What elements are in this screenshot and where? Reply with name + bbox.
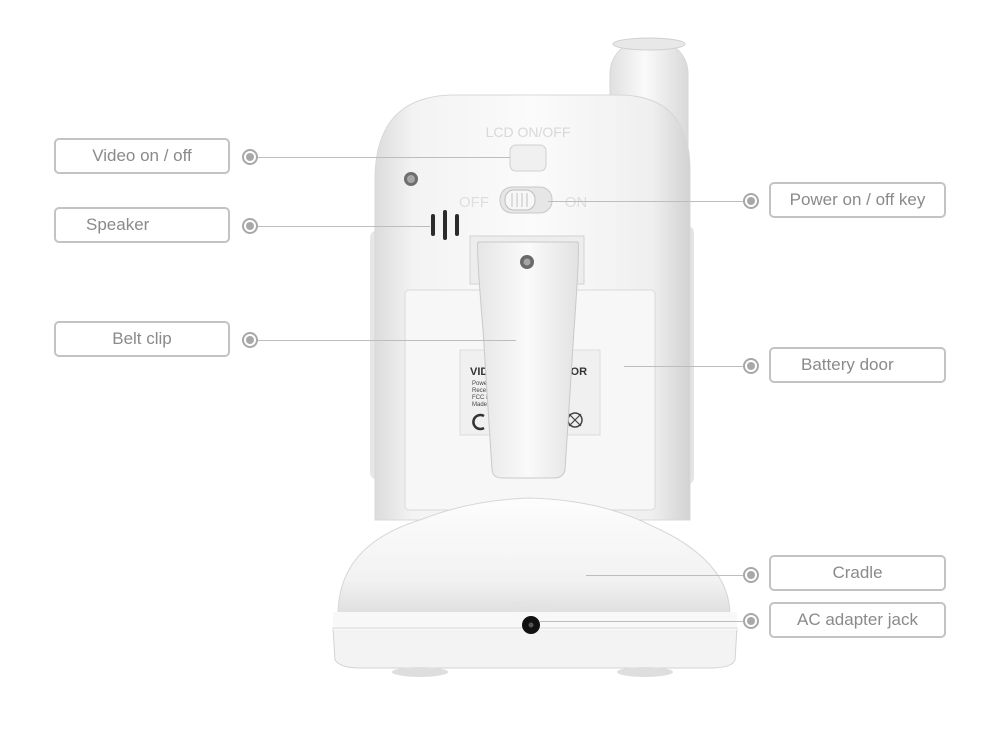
callout-speaker: Speaker [54,207,230,243]
sticker-line-1: Power [472,381,489,387]
screw-icon [404,172,418,186]
cradle [332,497,738,677]
callout-dot-cradle [743,567,759,583]
leader-line-video [258,157,510,158]
leader-line-speaker [258,226,430,227]
callout-dot-speaker [242,218,258,234]
callout-dot-ac-jack [743,613,759,629]
leader-line-belt-clip [258,340,516,341]
dc-label: DC 6V [511,599,550,614]
callout-cradle: Cradle [769,555,946,591]
leader-line-battery [624,366,743,367]
leader-line-power [548,201,743,202]
power-switch[interactable] [499,186,553,214]
leader-line-cradle [586,575,743,576]
callout-dot-power [743,193,759,209]
speaker-grille [431,210,459,240]
switch-off-label: OFF [459,194,489,211]
leader-line-ac-jack [540,621,743,622]
sticker-line-4: Made [472,402,488,408]
lcd-onoff-label: LCD ON/OFF [486,124,571,140]
callout-ac-adapter-jack: AC adapter jack [769,602,946,638]
sticker-line-3: FCC I [472,395,488,401]
callout-dot-video [242,149,258,165]
switch-on-label: ON [565,194,588,211]
callout-dot-battery [743,358,759,374]
belt-clip[interactable] [469,235,585,479]
callout-video-onoff: Video on / off [54,138,230,174]
callout-belt-clip: Belt clip [54,321,230,357]
sticker-line-2: Recei [472,388,487,394]
ac-adapter-jack[interactable] [522,616,540,634]
callout-battery-door: Battery door [769,347,946,383]
lcd-onoff-button[interactable] [509,144,547,172]
ce-mark-icon [472,413,485,431]
callout-power-key: Power on / off key [769,182,946,218]
callout-dot-belt-clip [242,332,258,348]
